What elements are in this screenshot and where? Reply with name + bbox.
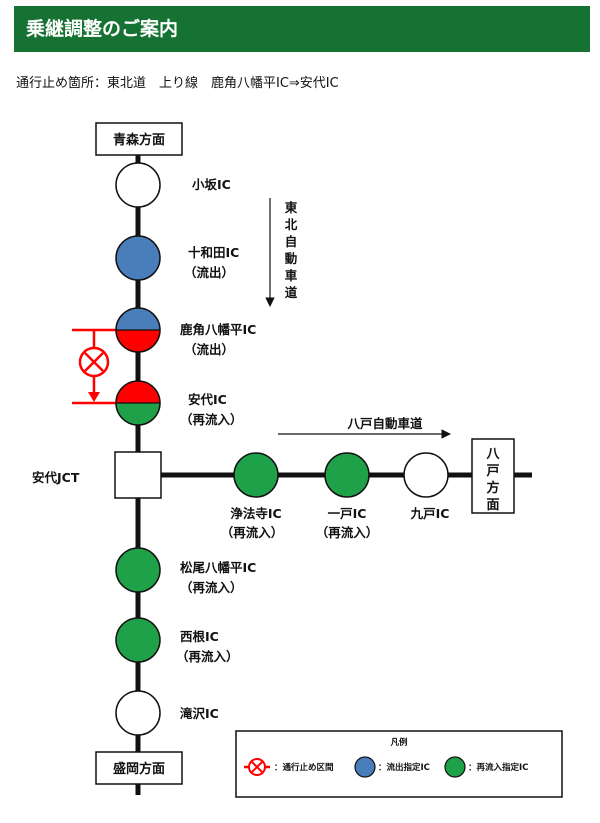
closure-section-marker — [72, 328, 116, 405]
svg-text:青森方面: 青森方面 — [113, 132, 165, 148]
kazuno-hachimantai-ic-note: （流出） — [184, 342, 234, 357]
nishine-ic-node — [115, 617, 161, 663]
legend-title: 凡例 — [390, 737, 408, 748]
nishine-ic-note: （再流入） — [176, 649, 239, 664]
reentry-ic-icon — [444, 756, 466, 778]
svg-text:八: 八 — [485, 447, 500, 462]
kosaka-ic-node — [115, 162, 161, 208]
kosaka-ic-label: 小坂IC — [191, 177, 231, 192]
kunohe-ic-node — [403, 452, 449, 498]
aomori-direction-sign: 青森方面 — [95, 122, 183, 156]
joboji-ic-note: （再流入） — [221, 525, 284, 540]
svg-text:車: 車 — [285, 268, 298, 283]
ichinohe-ic-node — [324, 452, 370, 498]
ashiro-ic-label: 安代IC — [188, 392, 227, 407]
legend-exit-label: ：流出指定IC — [378, 762, 430, 773]
hachinohe-road-label: 八戸自動車道 — [346, 416, 423, 431]
svg-text:自: 自 — [285, 234, 298, 249]
svg-text:面: 面 — [486, 498, 499, 513]
exit-ic-icon — [354, 756, 376, 778]
towada-ic-note: （流出） — [184, 265, 234, 280]
legend-reentry-label: ：再流入指定IC — [468, 762, 528, 773]
svg-text:盛岡方面: 盛岡方面 — [113, 761, 165, 777]
svg-text:方: 方 — [486, 480, 499, 496]
morioka-direction-sign: 盛岡方面 — [95, 751, 183, 785]
joboji-ic-label: 浄法寺IC — [230, 506, 281, 521]
hachinohe-direction-sign: 八 戸 方 面 — [471, 438, 515, 514]
svg-text:東: 東 — [285, 200, 298, 215]
ashiro-ic-note: （再流入） — [180, 412, 243, 427]
legend-closed-label: ：通行止め区間 — [274, 762, 334, 773]
matsuo-hachimantai-ic-note: （再流入） — [180, 580, 243, 595]
nishine-ic-label: 西根IC — [180, 629, 219, 644]
kazuno-hachimantai-ic-label: 鹿角八幡平IC — [180, 322, 256, 337]
joboji-ic-node — [233, 452, 279, 498]
tohoku-road-label: 東 北 自 動 車 道 — [285, 200, 298, 300]
ashiro-jct-label: 安代JCT — [32, 470, 80, 485]
towada-ic-label: 十和田IC — [188, 245, 239, 260]
ashiro-jct-node — [114, 451, 162, 499]
ichinohe-ic-label: 一戸IC — [328, 506, 367, 521]
closure-notice: 通行止め箇所：東北道 上り線 鹿角八幡平IC⇒安代IC — [16, 76, 339, 91]
matsuo-hachimantai-ic-node — [115, 547, 161, 593]
page-title: 乗継調整のご案内 — [14, 6, 590, 52]
ashiro-ic-node — [115, 380, 161, 426]
svg-text:北: 北 — [285, 217, 298, 232]
matsuo-hachimantai-ic-label: 松尾八幡平IC — [180, 560, 256, 575]
towada-ic-node — [115, 235, 161, 281]
kunohe-ic-label: 九戸IC — [410, 506, 450, 521]
svg-text:戸: 戸 — [486, 464, 499, 479]
svg-text:動: 動 — [285, 251, 298, 266]
svg-text:道: 道 — [285, 285, 298, 300]
closed-section-icon — [244, 758, 270, 776]
ichinohe-ic-note: （再流入） — [316, 525, 379, 540]
kazuno-hachimantai-ic-node — [115, 307, 161, 353]
takizawa-ic-node — [115, 690, 161, 736]
takizawa-ic-label: 滝沢IC — [180, 706, 219, 721]
legend-box: 凡例 ：通行止め区間 ：流出指定IC ：再流入指定IC — [235, 730, 563, 798]
